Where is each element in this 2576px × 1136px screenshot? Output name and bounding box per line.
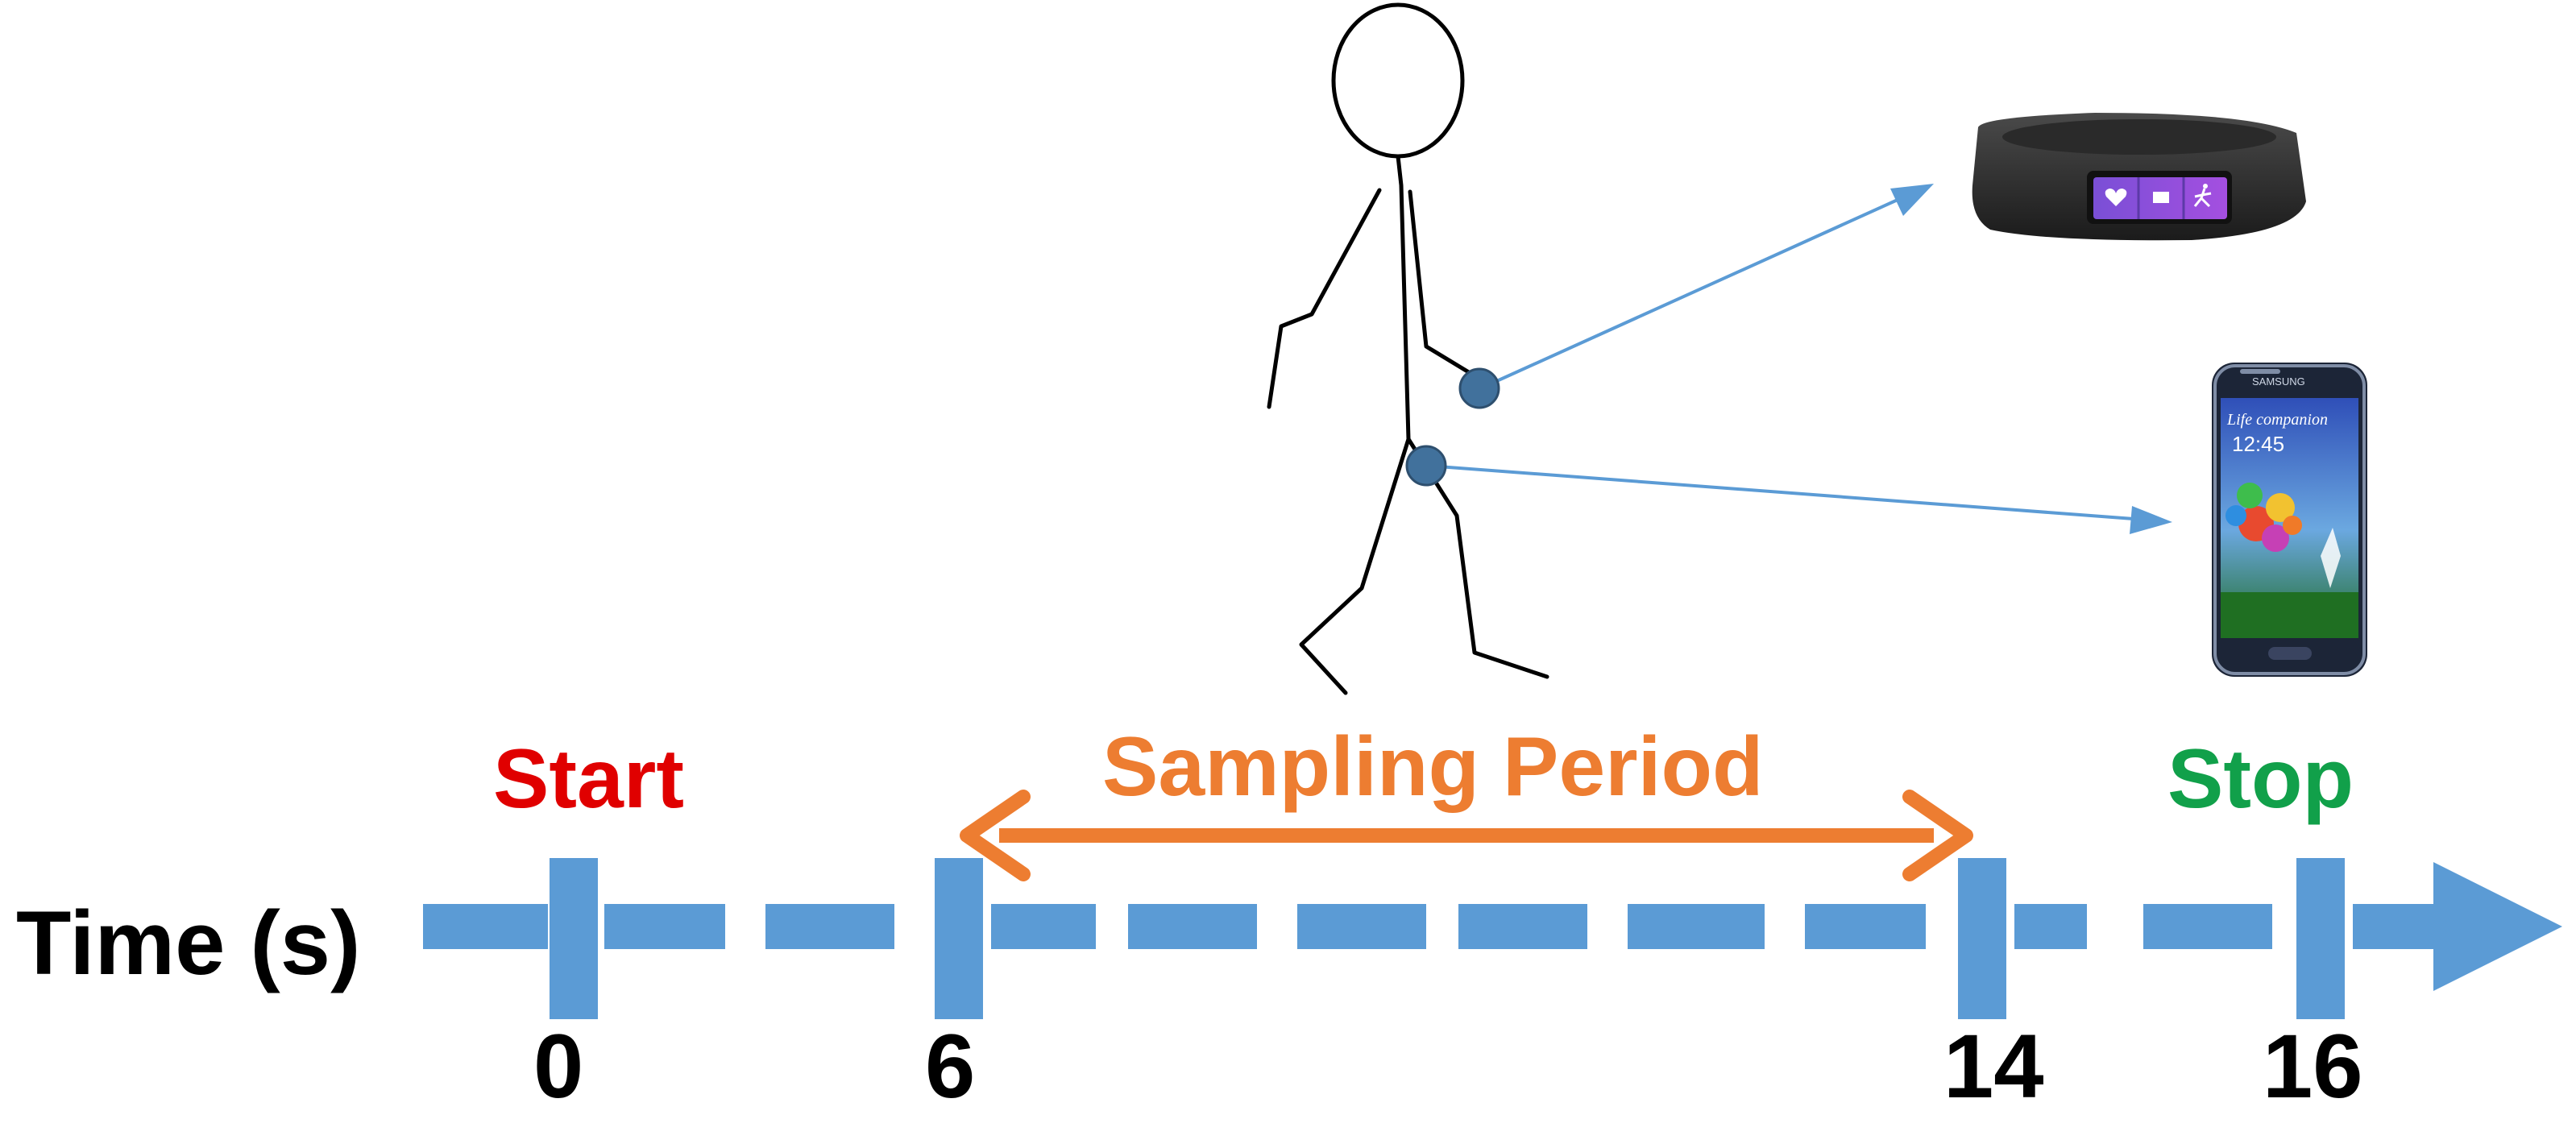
- phone-screen-clock: 12:45: [2232, 432, 2284, 456]
- runner-icon: [2193, 188, 2212, 208]
- axis-arrowhead: [2433, 862, 2562, 991]
- axis-title: Time (s): [16, 893, 361, 993]
- smartphone-image: SAMSUNG Life companion 12:45: [2212, 363, 2367, 677]
- phone-screen-tagline: Life companion: [2226, 411, 2328, 429]
- heart-icon: [2105, 189, 2127, 206]
- axis-dash-4: [1128, 904, 1257, 949]
- sensor-connectors: [1427, 184, 2172, 534]
- stop-label: Stop: [2167, 732, 2354, 826]
- connector-wrist-to-band: [1483, 198, 1898, 388]
- figure-left-arm: [1267, 188, 1382, 409]
- tick-14: [1958, 858, 2006, 1019]
- tick-6: [935, 858, 983, 1019]
- axis-dash-7: [1628, 904, 1765, 949]
- connector-phone-arrowhead: [2130, 506, 2172, 534]
- figure-left-leg: [1299, 437, 1411, 695]
- axis-dash-9: [2014, 904, 2087, 949]
- sampling-period-left-arrowhead: [960, 790, 1031, 881]
- axis-dash-2: [765, 904, 894, 949]
- stick-figure: [1267, 2, 1549, 695]
- mail-icon: [2153, 192, 2169, 203]
- axis-dash-10: [2143, 904, 2272, 949]
- axis-dash-3: [991, 904, 1096, 949]
- tick-label-0: 0: [533, 1016, 584, 1117]
- figure-neck-torso: [1396, 154, 1411, 442]
- axis-dash-1: [604, 904, 725, 949]
- connector-thigh-to-phone: [1427, 464, 2134, 520]
- sampling-period-label: Sampling Period: [1102, 720, 1764, 814]
- sampling-period-right-arrowhead: [1902, 790, 1973, 881]
- axis-dash-6: [1458, 904, 1587, 949]
- tick-label-16: 16: [2263, 1016, 2363, 1117]
- axis-dash-8: [1805, 904, 1926, 949]
- tick-16: [2296, 858, 2345, 1019]
- svg-text:SAMSUNG: SAMSUNG: [2252, 375, 2305, 388]
- tick-label-14: 14: [1943, 1016, 2044, 1117]
- figure-head: [1331, 2, 1465, 159]
- axis-dash-5: [1297, 904, 1426, 949]
- tick-0: [550, 858, 598, 1019]
- thigh-sensor-dot: [1405, 445, 1447, 487]
- tick-label-6: 6: [925, 1016, 976, 1117]
- axis-dash-0: [423, 904, 548, 949]
- start-label: Start: [493, 732, 684, 826]
- figure-right-arm: [1408, 189, 1482, 381]
- timeline: [423, 790, 2562, 1019]
- axis-dash-11: [2353, 904, 2433, 949]
- wrist-sensor-dot: [1458, 367, 1500, 409]
- connector-band-arrowhead: [1890, 184, 1934, 216]
- smart-band-image: [1972, 113, 2306, 241]
